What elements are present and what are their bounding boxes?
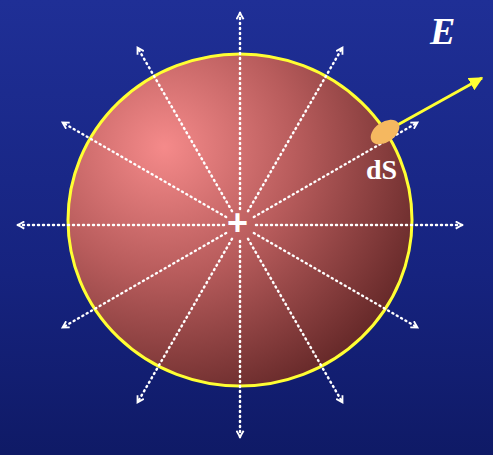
area-label: dS (366, 156, 397, 184)
field-line (256, 224, 462, 227)
charge-sign: + (227, 205, 248, 241)
field-line (248, 47, 343, 211)
field-line (239, 241, 242, 437)
field-label: E (430, 12, 455, 50)
field-line (239, 13, 242, 209)
field-lines (18, 13, 462, 437)
field-line (62, 233, 226, 328)
field-line (254, 233, 418, 328)
field-line (18, 224, 224, 227)
surface-element (366, 115, 404, 150)
field-line (62, 123, 226, 218)
field-line (138, 47, 233, 211)
field-vector (392, 78, 482, 128)
field-line (138, 239, 233, 403)
field-line (248, 239, 343, 403)
